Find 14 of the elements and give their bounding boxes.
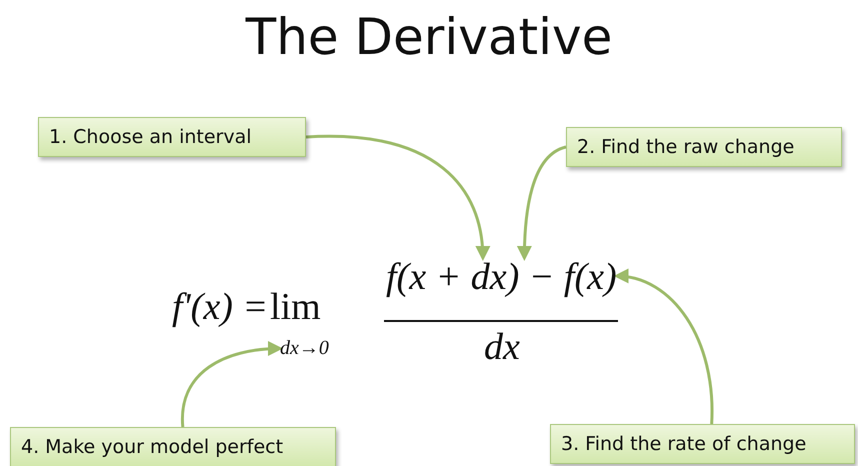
- arrow: [614, 270, 714, 424]
- callout-box: 1. Choose an interval: [38, 117, 306, 157]
- arrow: [517, 146, 567, 261]
- formula-text: f(x + dx) − f(x): [386, 258, 617, 298]
- callout-box: 3. Find the rate of change: [550, 424, 855, 464]
- callout-box: 4. Make your model perfect: [10, 427, 336, 466]
- arrow: [306, 134, 490, 261]
- formula-text: dx→0: [280, 338, 329, 359]
- arrow: [181, 341, 283, 428]
- callout-box: 2. Find the raw change: [566, 127, 842, 167]
- formula-text: f'(x) =: [172, 288, 268, 328]
- formula-text: lim: [270, 288, 321, 328]
- formula-text: dx: [484, 328, 520, 368]
- title: The Derivative: [244, 8, 614, 66]
